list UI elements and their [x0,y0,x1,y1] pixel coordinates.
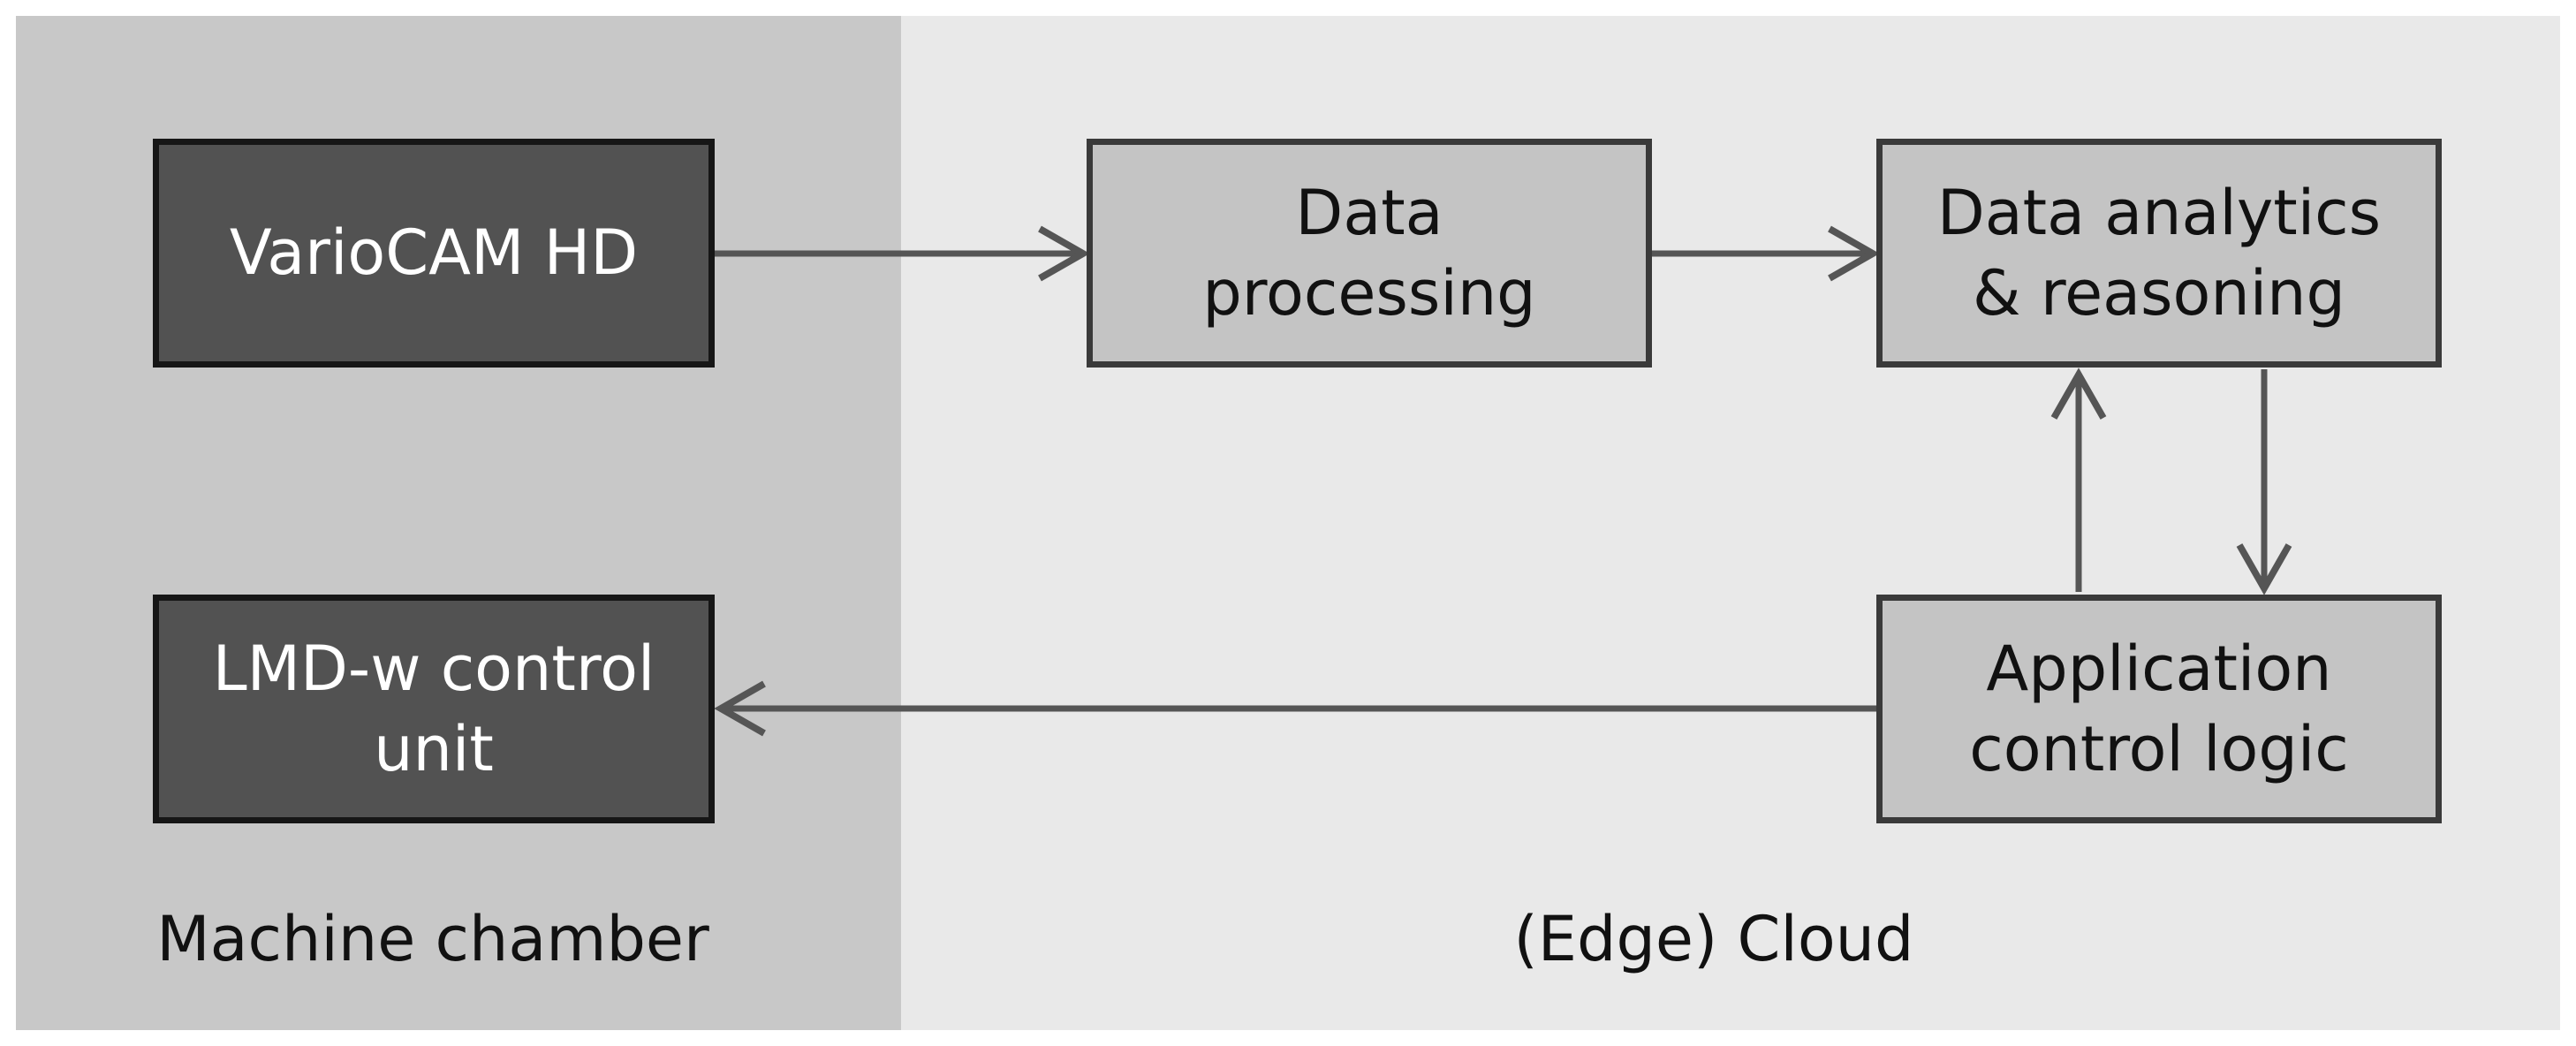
data-processing-line2: processing [1202,256,1536,330]
lmd-control-line1: LMD-w control [212,632,655,705]
data-processing-line1: Data [1295,176,1443,249]
lmd-control-line2: unit [374,712,494,785]
data-analytics-line2: & reasoning [1973,256,2345,330]
application-control-logic-box: Application control logic [1876,595,2442,823]
machine-chamber-label: Machine chamber [156,903,709,975]
data-analytics-box: Data analytics & reasoning [1876,139,2442,368]
variocam-hd-label: VarioCAM HD [229,216,639,289]
variocam-hd-box: VarioCAM HD [153,139,715,368]
data-analytics-line1: Data analytics [1936,176,2382,249]
lmd-control-unit-box: LMD-w control unit [153,595,715,823]
application-control-line1: Application [1986,632,2332,705]
application-control-line2: control logic [1969,712,2349,785]
edge-cloud-label: (Edge) Cloud [1513,903,1914,975]
data-processing-box: Data processing [1087,139,1652,368]
